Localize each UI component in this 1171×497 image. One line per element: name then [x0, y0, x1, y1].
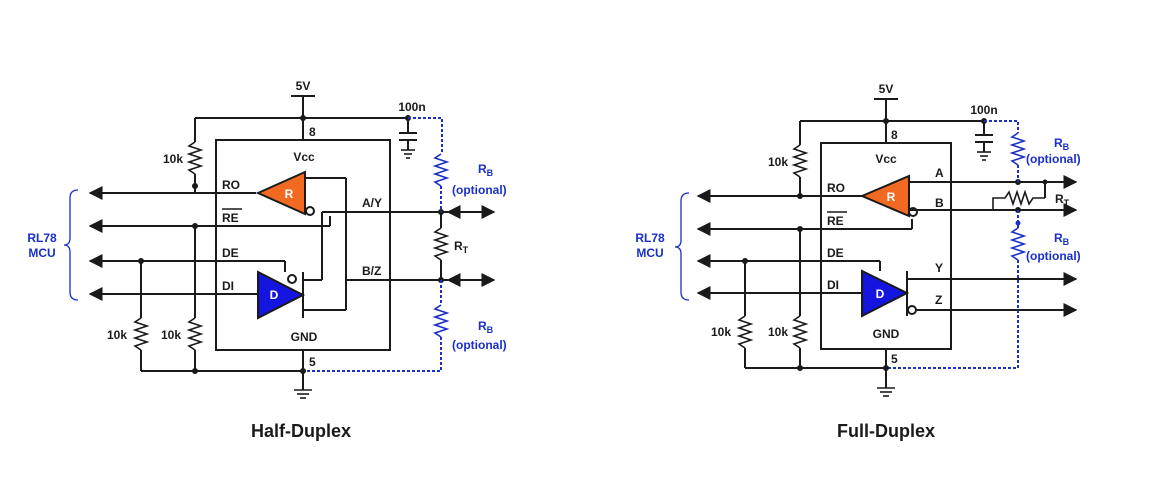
receiver-triangle [255, 170, 306, 216]
bus-b-label: B/Z [362, 264, 381, 278]
transceiver-ic [215, 139, 391, 351]
svg-text:RL78: RL78 [635, 231, 665, 245]
pin-di: DI [827, 278, 839, 292]
svg-text:RL78: RL78 [27, 231, 57, 245]
res-top-label: 10k [768, 155, 788, 169]
pin-vcc-number: 8 [309, 125, 316, 139]
rb-top-note: (optional) [452, 183, 507, 197]
pin-de: DE [827, 246, 844, 260]
receiver-label: R [887, 190, 896, 204]
mcu-brace-left [63, 189, 79, 301]
rb-bottom-label: RB [1054, 231, 1070, 247]
pin-a: A [935, 166, 944, 180]
pin-b: B [935, 196, 944, 210]
pin-ro: RO [827, 181, 845, 195]
supply-label: 5V [296, 79, 311, 93]
vcc-label: Vcc [875, 152, 897, 166]
gnd-label: GND [291, 330, 318, 344]
capacitor [399, 118, 417, 159]
pin-gnd-number: 5 [891, 352, 898, 366]
cap-label: 100n [398, 100, 425, 114]
receiver-label: R [285, 187, 294, 201]
mcu-brace-right [674, 192, 690, 301]
rb-bottom-note: (optional) [1026, 249, 1081, 263]
bus-a-label: A/Y [362, 196, 382, 210]
pin-re: RE [222, 211, 239, 225]
half-duplex-diagram: 5V 8 100n 10k RO [88, 79, 507, 441]
vcc-label: Vcc [293, 150, 315, 164]
res-bottom-right-label: 10k [161, 328, 181, 342]
rb-top-label: RB [478, 162, 494, 178]
rt-label: RT [454, 239, 469, 255]
full-duplex-title: Full-Duplex [837, 421, 935, 441]
rt-label: RT [1055, 192, 1070, 208]
pin-gnd-number: 5 [309, 355, 316, 369]
rb-top-label: RB [1054, 136, 1070, 152]
mcu-label-right: RL78 MCU [635, 231, 665, 260]
mcu-label-left: RL78 MCU [27, 231, 57, 260]
capacitor [975, 121, 993, 161]
full-duplex-diagram: 5V 8 100n 10k RO RE DE [696, 82, 1081, 441]
pin-ro: RO [222, 178, 240, 192]
receiver-triangle [859, 174, 910, 218]
res-top-label: 10k [163, 152, 183, 166]
driver-label: D [270, 288, 279, 302]
cap-label: 100n [970, 103, 997, 117]
gnd-label: GND [873, 327, 900, 341]
pin-re: RE [827, 214, 844, 228]
pin-z: Z [935, 293, 942, 307]
res-bottom-right-label: 10k [768, 325, 788, 339]
pin-di: DI [222, 279, 234, 293]
svg-text:MCU: MCU [28, 246, 55, 260]
driver-triangle [861, 269, 910, 318]
driver-label: D [876, 287, 885, 301]
res-bottom-left-label: 10k [107, 328, 127, 342]
rb-bottom-note: (optional) [452, 338, 507, 352]
supply-label: 5V [879, 82, 894, 96]
driver-triangle [257, 270, 306, 320]
res-bottom-left-label: 10k [711, 325, 731, 339]
pin-vcc-number: 8 [891, 128, 898, 142]
half-duplex-title: Half-Duplex [251, 421, 351, 441]
pin-de: DE [222, 246, 239, 260]
rb-bottom-label: RB [478, 319, 494, 335]
rb-top-note: (optional) [1026, 152, 1081, 166]
pin-y: Y [935, 261, 943, 275]
svg-text:MCU: MCU [636, 246, 663, 260]
